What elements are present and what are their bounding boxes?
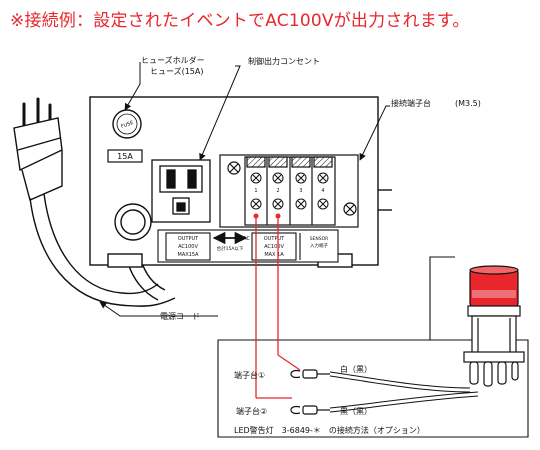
output-left-label: OUTPUT [178,236,199,242]
output-right-max: MAX 1A [264,252,284,258]
output-left-voltage: AC100V [178,244,198,250]
sensor-sublabel: 入力端子 [310,242,328,249]
fuse-holder-label: ヒューズホルダー [141,55,205,65]
control-outlet [151,159,211,223]
output-left-max: MAX15A [178,252,200,258]
fuse-rating-text: 15A [117,152,133,161]
ac-mark: AC [243,236,250,242]
terminal-number-2: 2 [276,188,279,194]
terminal-number-4: 4 [321,188,324,194]
cord-entry [114,203,152,241]
wire-terminal-2 [275,213,301,371]
terminal-1-label: 端子台① [234,370,265,380]
terminal-2-label: 端子台② [236,406,267,416]
terminal-size-label: (M3.5) [455,99,481,108]
wire-terminal-1 [253,213,292,399]
control-outlet-label: 制御出力コンセント [248,56,320,66]
output-right-voltage: AC100V [264,244,284,250]
fuse-cap-label: FUSE [120,120,134,130]
terminal-block-label: 接続端子台 [391,98,431,108]
crimp-terminal-1 [290,369,330,379]
power-cord-label: 電源コード [160,312,200,321]
crimp-terminal-2 [290,405,330,415]
power-plug [13,97,63,201]
output-label-panel [157,229,339,263]
output-right-label: OUTPUT [264,236,285,242]
terminal-screws [250,172,329,210]
fuse-label: ヒューズ(15A) [150,66,204,76]
leader-lines [99,62,390,317]
fuse-holder: FUSE [112,109,142,139]
fuse-rating-plate: 15A [107,149,143,163]
terminal-number-1: 1 [254,188,257,194]
footer-label: LED警告灯 3-6849-＊ の接続方法（オプション） [234,425,425,435]
sensor-label: SENSOR [310,236,329,242]
terminal-block [219,154,359,228]
total-current-label: 合計15A以下 [217,245,244,252]
wire-white-label: 白（黒） [340,364,372,374]
terminal-numbers: 1 2 3 4 [254,188,324,194]
option-box [217,256,529,438]
terminal-number-3: 3 [299,188,302,194]
headline: ※接続例：設定されたイベントでAC100Vが出力されます。 [10,11,470,31]
wire-black-label: 黒（黒） [340,407,372,416]
led-warning-lamp [463,265,525,387]
lamp-wires [329,371,479,413]
